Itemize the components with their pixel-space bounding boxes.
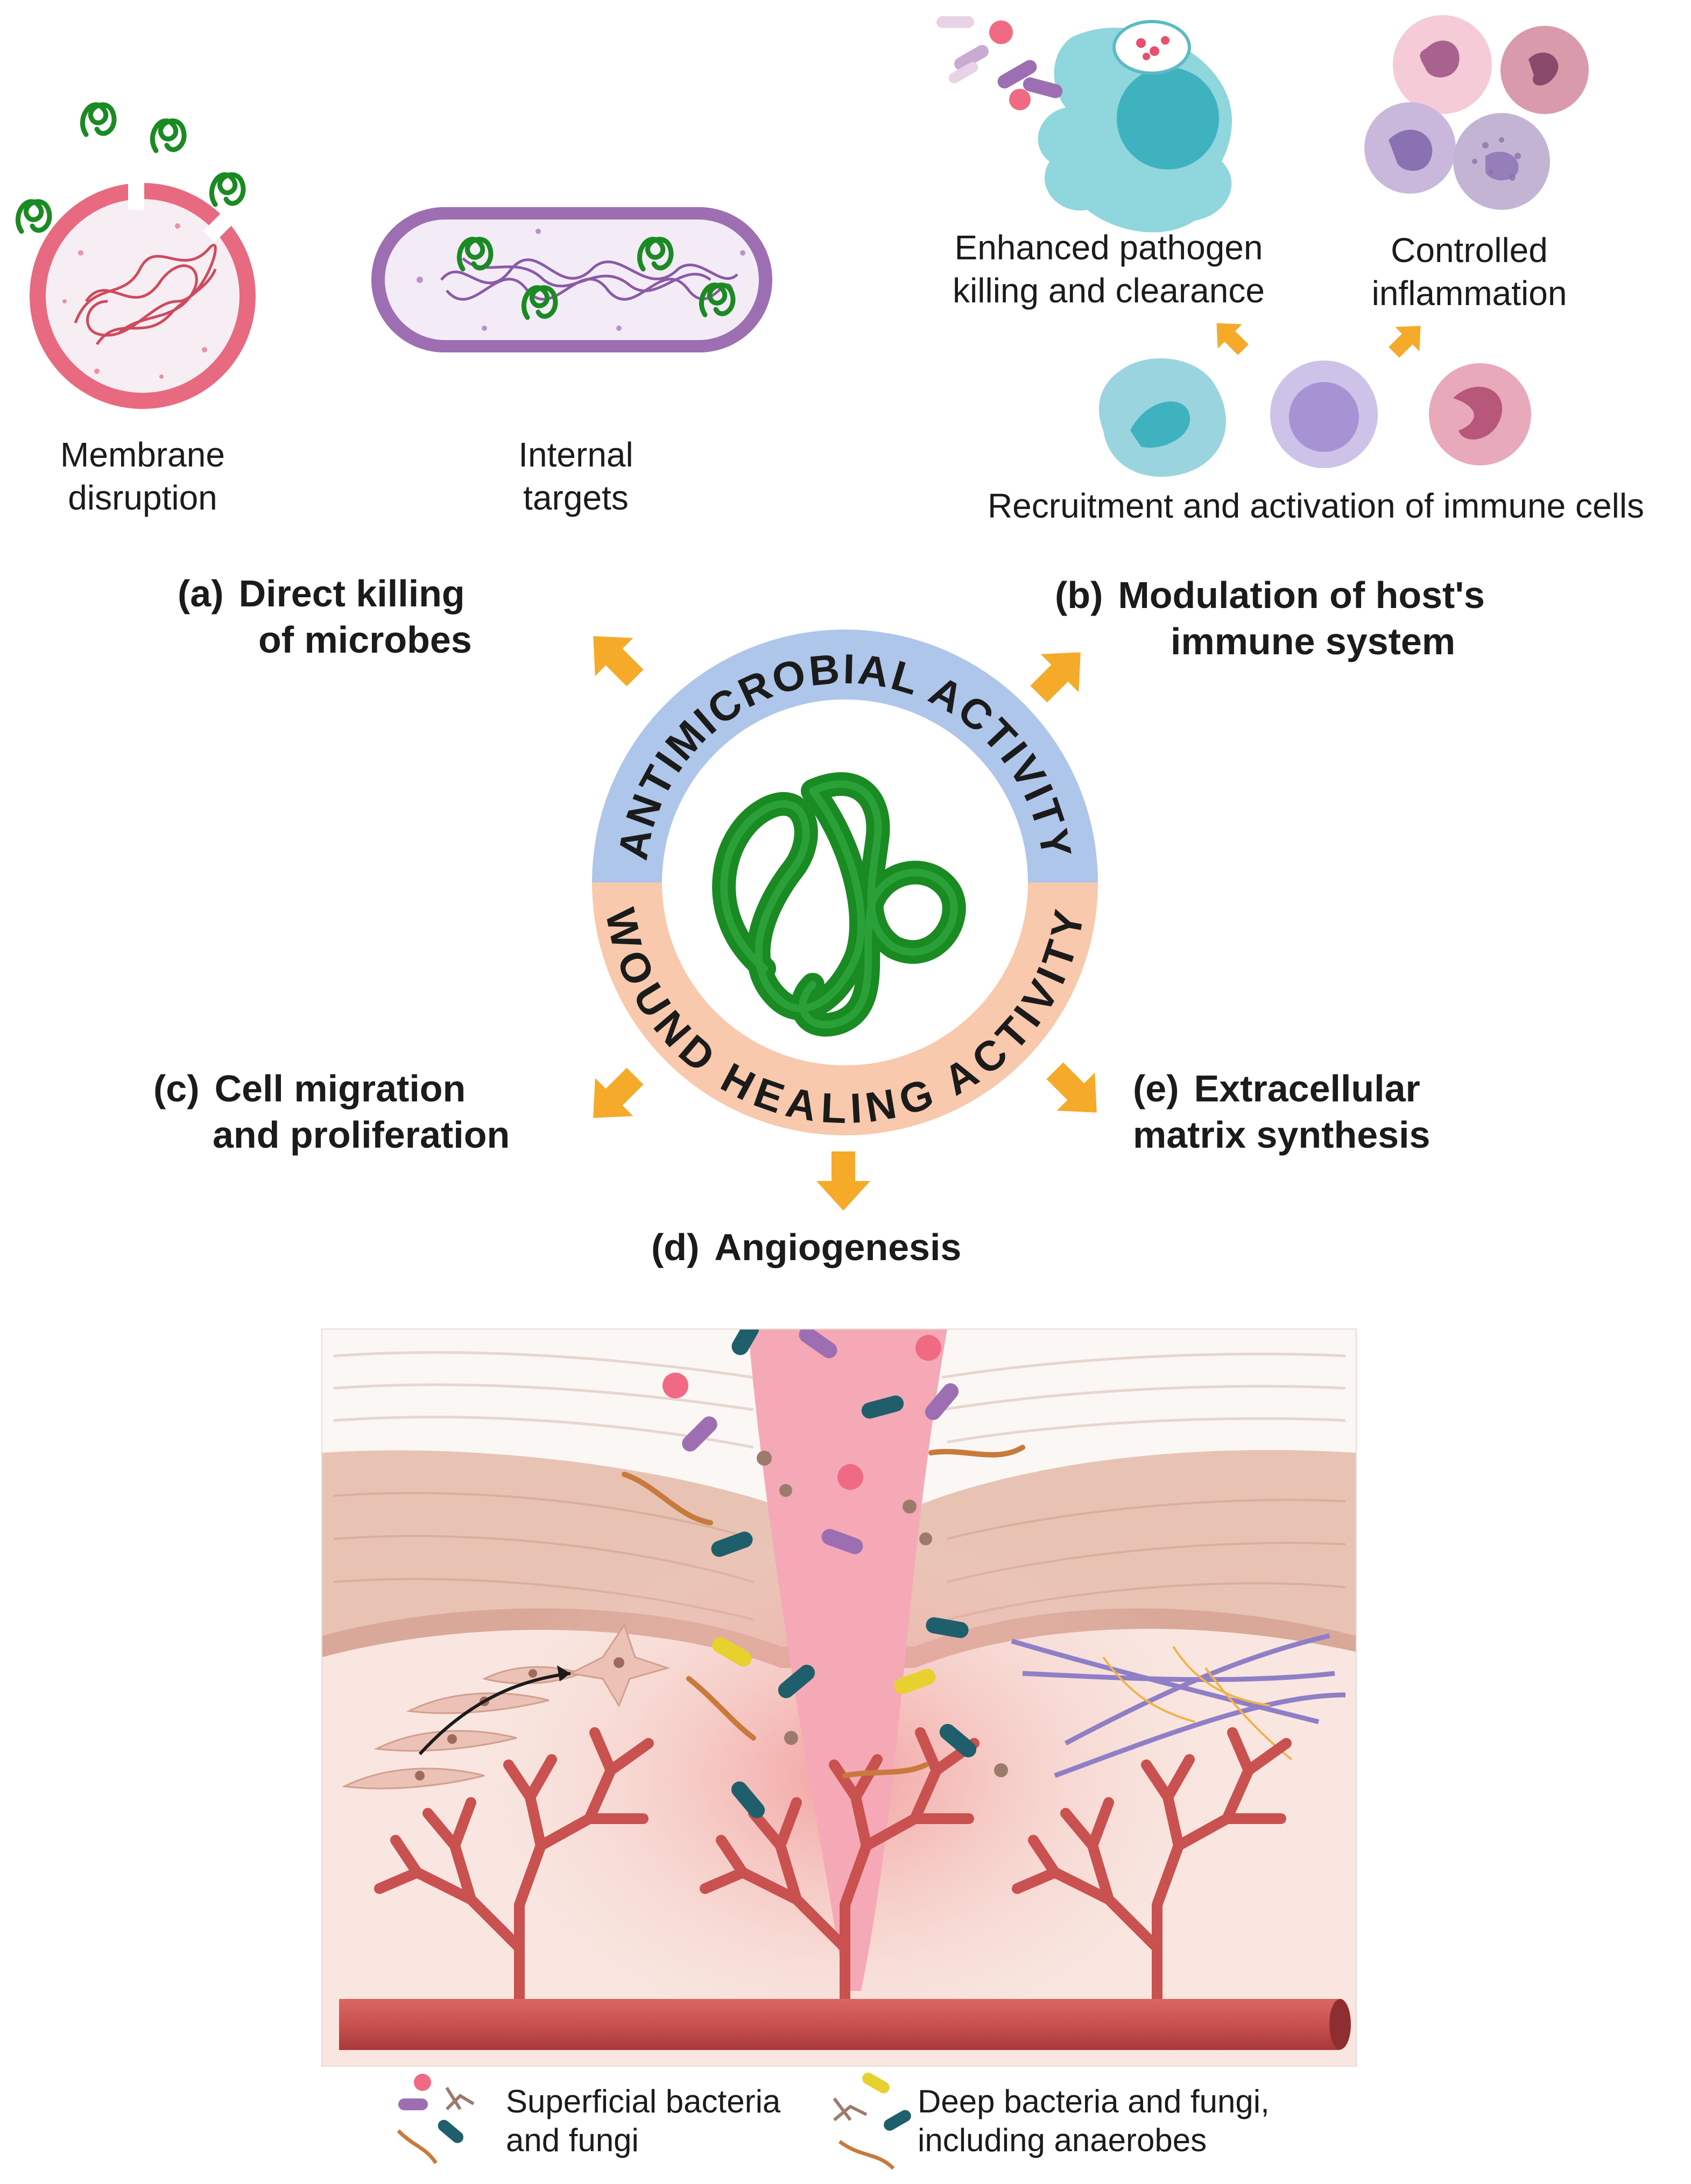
inflammation-label-line1: Controlled xyxy=(1391,231,1548,270)
panel-b-tag: (b) xyxy=(1055,574,1103,616)
arrows xyxy=(593,323,1421,1211)
panel-b-heading: (b) Modulation of host's immune system xyxy=(1055,572,1485,665)
killing-label-line1: Enhanced pathogen xyxy=(954,228,1263,267)
killing-label-line2: killing and clearance xyxy=(953,271,1265,310)
internal-label-line1: Internal xyxy=(518,435,633,474)
arrow-a xyxy=(593,636,644,687)
panel-d-heading: (d) Angiogenesis xyxy=(651,1224,961,1270)
controlled-inflammation-label: Controlled inflammation xyxy=(1329,229,1609,315)
panel-e-title-line2: matrix synthesis xyxy=(1133,1114,1431,1156)
membrane-disruption-illustration xyxy=(18,105,256,409)
skin-panel-border xyxy=(321,1328,1357,2067)
internal-targets-label: Internal targets xyxy=(474,433,678,519)
panel-e-tag: (e) xyxy=(1133,1068,1179,1109)
inflammation-label-line2: inflammation xyxy=(1371,274,1567,313)
legend-deep: Deep bacteria and fungi, including anaer… xyxy=(918,2082,1270,2160)
arrow-d xyxy=(816,1151,870,1211)
membrane-label-line2: disruption xyxy=(68,478,217,517)
membrane-label-line1: Membrane xyxy=(60,435,225,474)
panel-a-heading: (a) Direct killing of microbes xyxy=(178,570,472,663)
superficial-microbes-legend-icon xyxy=(397,2074,475,2164)
panel-a-tag: (a) xyxy=(178,572,224,614)
recruited-immune-cells-illustration xyxy=(1098,358,1531,477)
panel-c-tag: (c) xyxy=(153,1068,200,1109)
skin-wound-illustration xyxy=(322,1329,1356,2066)
arrow-to-inflammation xyxy=(1389,326,1421,358)
arrow-to-killing xyxy=(1216,323,1249,355)
recruitment-label: Recruitment and activation of immune cel… xyxy=(987,486,1645,525)
panel-a-title-line1: Direct killing xyxy=(238,572,465,614)
deep-microbes-legend-icon xyxy=(833,2073,911,2170)
immune-cells-cluster-illustration xyxy=(1364,15,1589,210)
panel-e-title-line1: Extracellular xyxy=(1194,1068,1420,1109)
center-peptide-icon xyxy=(712,772,966,1037)
legend-superficial-line2: and fungi xyxy=(506,2122,639,2158)
panel-b-title-line1: Modulation of host's xyxy=(1118,574,1485,616)
arrow-b xyxy=(1030,652,1081,703)
killing-clearance-label: Enhanced pathogen killing and clearance xyxy=(926,226,1292,312)
internal-label-line2: targets xyxy=(523,478,629,517)
internal-targets-illustration xyxy=(371,207,772,352)
panel-d-title: Angiogenesis xyxy=(714,1226,962,1268)
panel-c-title-line1: Cell migration xyxy=(214,1068,466,1109)
membrane-disruption-label: Membrane disruption xyxy=(38,433,248,519)
center-activity-circle: ANTIMICROBIAL ACTIVITY WOUND HEALING ACT… xyxy=(592,630,1098,1135)
panel-b-title-line2: immune system xyxy=(1171,620,1456,662)
panel-d-tag: (d) xyxy=(651,1226,700,1268)
arrow-e xyxy=(1046,1062,1097,1113)
legend-deep-line1: Deep bacteria and fungi, xyxy=(918,2083,1270,2119)
arrow-c xyxy=(593,1068,644,1118)
panel-a-title-line2: of microbes xyxy=(258,619,472,661)
legend-superficial: Superficial bacteria and fungi xyxy=(506,2082,780,2160)
panel-c-heading: (c) Cell migration and proliferation xyxy=(153,1065,510,1158)
macrophage-illustration xyxy=(936,16,1232,232)
legend-superficial-line1: Superficial bacteria xyxy=(506,2083,781,2119)
legend-deep-line2: including anaerobes xyxy=(918,2122,1207,2158)
panel-e-heading: (e) Extracellular matrix synthesis xyxy=(1133,1065,1430,1158)
panel-c-title-line2: and proliferation xyxy=(213,1114,510,1156)
